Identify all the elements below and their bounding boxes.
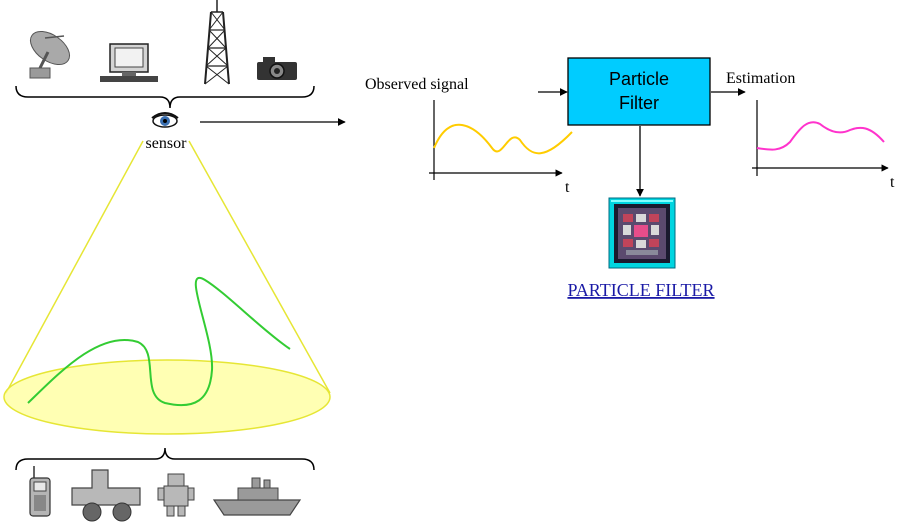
eye-icon — [151, 112, 179, 128]
sensor-label: sensor — [146, 135, 188, 152]
observed-signal-curve — [433, 123, 573, 155]
filter-label-line1: Particle — [609, 69, 669, 89]
observed-time-label: t — [565, 179, 570, 196]
observed-signal-label: Observed signal — [365, 76, 469, 93]
field-of-view — [3, 140, 331, 435]
bottom-brace — [15, 447, 315, 471]
mobile-phone-icon — [29, 466, 51, 517]
estimation-label: Estimation — [726, 70, 795, 87]
estimation-plot — [752, 100, 889, 176]
vehicle-icon — [71, 469, 141, 522]
ship-icon — [212, 477, 302, 516]
robot-icon — [157, 473, 195, 517]
particle-filter-box: Particle Filter — [567, 57, 711, 126]
top-brace — [15, 85, 315, 109]
computer-icon — [100, 43, 158, 82]
camera-icon — [257, 57, 297, 80]
particle-filter-link[interactable]: PARTICLE FILTER — [567, 280, 714, 300]
satellite-dish-icon — [29, 30, 71, 79]
observed-signal-plot — [429, 100, 573, 180]
estimation-time-label: t — [890, 174, 895, 191]
target-trajectory — [27, 276, 291, 407]
filter-label-line2: Filter — [619, 93, 659, 113]
radio-tower-icon — [204, 0, 230, 85]
estimation-curve — [756, 121, 885, 151]
chip-icon — [608, 197, 676, 269]
